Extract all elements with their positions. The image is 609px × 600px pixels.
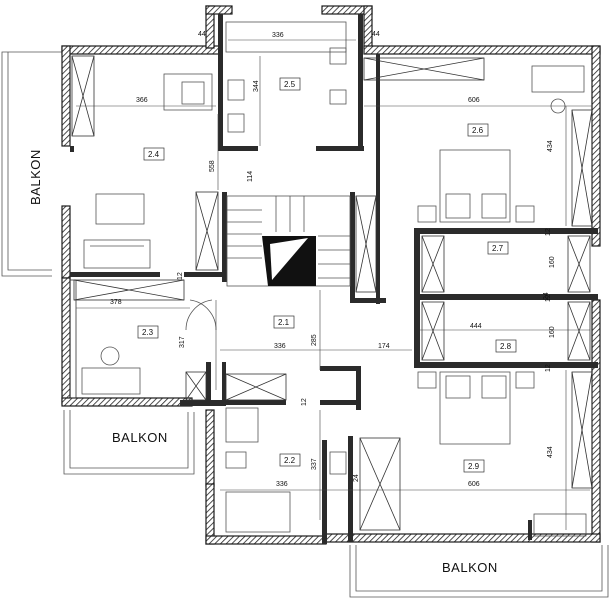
balcony-left — [1, 51, 62, 277]
dim-12-e: 12 — [545, 364, 552, 372]
dim-434-top: 434 — [547, 140, 554, 152]
dim-336-bottom: 336 — [276, 481, 288, 488]
room-tag-2-2: 2.2 — [279, 453, 301, 467]
dim-337: 337 — [311, 458, 318, 470]
outer-walls — [61, 5, 601, 545]
dim-285: 285 — [311, 334, 318, 346]
room-label: 2.7 — [492, 244, 504, 253]
dim-24-b: 24 — [353, 474, 360, 482]
staircase — [226, 195, 351, 287]
dim-336-mid: 336 — [274, 343, 286, 350]
dimension-lines — [76, 39, 592, 530]
dim-317: 317 — [179, 336, 186, 348]
dim-12-b: 12 — [177, 272, 184, 280]
room-tag-2-6: 2.6 — [467, 123, 489, 137]
dim-558: 558 — [209, 160, 216, 172]
room-label: 2.6 — [472, 126, 484, 135]
dim-160-b: 160 — [549, 326, 556, 338]
dim-12-d: 12 — [301, 398, 308, 406]
room-label: 2.3 — [142, 328, 154, 337]
cabinets — [69, 55, 593, 531]
dim-44-left: 44 — [198, 31, 206, 38]
balcony-bottom-label: BALKON — [442, 560, 498, 575]
room-tag-2-5: 2.5 — [279, 77, 301, 91]
room-tag-2-7: 2.7 — [487, 241, 509, 255]
room-tag-2-9: 2.9 — [463, 459, 485, 473]
balcony-labels: BALKON BALKON BALKON — [28, 149, 498, 575]
room-label: 2.4 — [148, 150, 160, 159]
dim-44-right: 44 — [372, 31, 380, 38]
room-label: 2.1 — [278, 318, 290, 327]
room-label: 2.8 — [500, 342, 512, 351]
dim-434-bottom: 434 — [547, 446, 554, 458]
room-tag-2-3: 2.3 — [137, 325, 159, 339]
room-tags: 2.4 2.5 2.6 2.7 2.8 2.1 2.3 2.2 2.9 — [137, 77, 517, 473]
dim-12-c: 12 — [545, 294, 552, 302]
dim-444: 444 — [470, 323, 482, 330]
room-tag-2-1: 2.1 — [273, 315, 295, 329]
dim-114: 114 — [247, 171, 254, 182]
dimension-labels: 44 336 44 366 344 606 558 114 434 12 160… — [110, 31, 556, 488]
room-label: 2.5 — [284, 80, 296, 89]
dim-12-a: 12 — [545, 228, 552, 236]
balcony-middle-label: BALKON — [112, 430, 168, 445]
dim-336-top: 336 — [272, 32, 284, 39]
room-tag-2-8: 2.8 — [495, 339, 517, 353]
interior-walls — [70, 14, 598, 544]
room-label: 2.9 — [468, 462, 480, 471]
balcony-left-label: BALKON — [28, 149, 43, 205]
dim-606-bottom: 606 — [468, 481, 480, 488]
furniture — [81, 21, 587, 537]
dim-366: 366 — [136, 97, 148, 104]
dim-606-top: 606 — [468, 97, 480, 104]
dim-24-a: 24 — [543, 292, 550, 300]
room-label: 2.2 — [284, 456, 296, 465]
dim-174: 174 — [378, 343, 390, 350]
dim-160-a: 160 — [549, 256, 556, 268]
room-tag-2-4: 2.4 — [143, 147, 165, 161]
balcony-middle — [63, 410, 195, 475]
dim-344: 344 — [253, 80, 260, 92]
dim-378: 378 — [110, 299, 122, 306]
balcony-bottom — [349, 545, 609, 598]
